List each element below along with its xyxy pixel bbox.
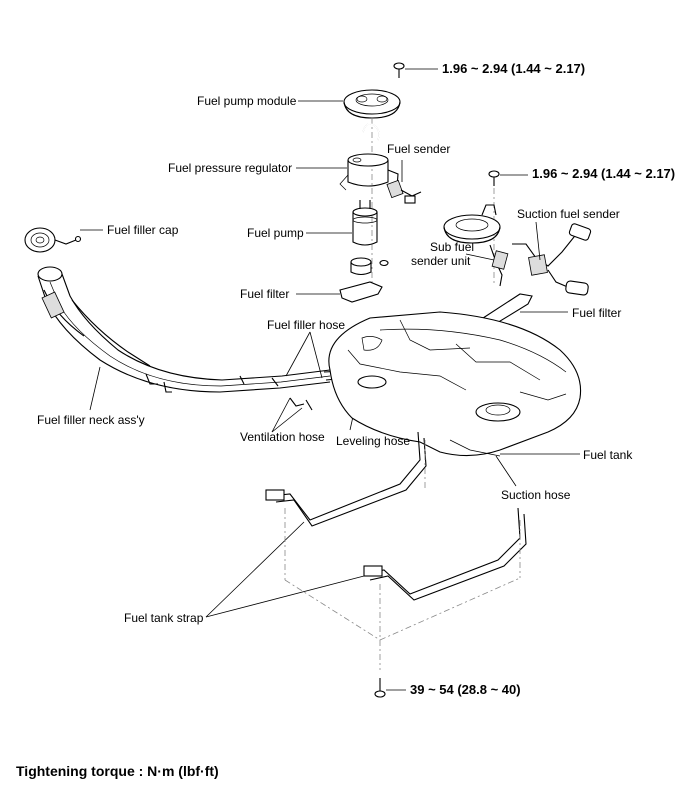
fuel-pump-module	[298, 89, 401, 285]
suction-hose-label: Suction hose	[501, 488, 571, 502]
leveling-hose-label: Leveling hose	[336, 434, 411, 448]
ventilation-hose-label: Ventilation hose	[240, 430, 325, 444]
fuel-pressure-regulator	[296, 153, 399, 191]
mid-bolt	[488, 170, 528, 285]
fuel-tank-strap-label: Fuel tank strap	[124, 611, 204, 625]
fuel-pump-module-label: Fuel pump module	[197, 94, 297, 108]
fuel-tank-straps	[205, 431, 527, 618]
fuel-tank-label: Fuel tank	[583, 448, 633, 462]
fuel-filler-cap	[24, 227, 103, 253]
torque-label-bottom: 39 ~ 54 (28.8 ~ 40)	[410, 682, 521, 697]
fuel-pump-label: Fuel pump	[247, 226, 304, 240]
torque-label-mid: 1.96 ~ 2.94 (1.44 ~ 2.17)	[532, 166, 676, 181]
fuel-filter-left	[296, 281, 383, 303]
suction-fuel-sender-label: Suction fuel sender	[517, 207, 620, 221]
tightening-torque-footnote: Tightening torque : N·m (lbf·ft)	[16, 763, 219, 779]
fuel-filter-right-label: Fuel filter	[572, 306, 622, 320]
torque-label-top: 1.96 ~ 2.94 (1.44 ~ 2.17)	[442, 61, 586, 76]
top-bolt	[393, 62, 438, 78]
fuel-tank	[328, 311, 582, 487]
sub-fuel-sender-unit-label-line1: Sub fuel	[430, 240, 475, 254]
sub-fuel-sender-unit-label-line2: sender unit	[411, 254, 471, 268]
strap-guide-lines	[284, 440, 521, 670]
fuel-sender	[386, 160, 422, 204]
fuel-filler-neck	[37, 266, 331, 411]
fuel-filler-cap-label: Fuel filler cap	[107, 223, 179, 237]
fuel-pressure-regulator-label: Fuel pressure regulator	[168, 161, 293, 175]
bottom-bolt	[374, 678, 406, 698]
fuel-filter-left-label: Fuel filter	[240, 287, 290, 301]
suction-fuel-sender	[512, 221, 592, 296]
pump-strainer	[350, 257, 389, 276]
fuel-filler-neck-label: Fuel filler neck ass'y	[37, 413, 145, 427]
fuel-pump	[306, 200, 378, 246]
fuel-filler-hose-label: Fuel filler hose	[267, 318, 346, 332]
sub-fuel-sender-unit	[443, 204, 509, 287]
fuel-sender-label: Fuel sender	[387, 142, 451, 156]
